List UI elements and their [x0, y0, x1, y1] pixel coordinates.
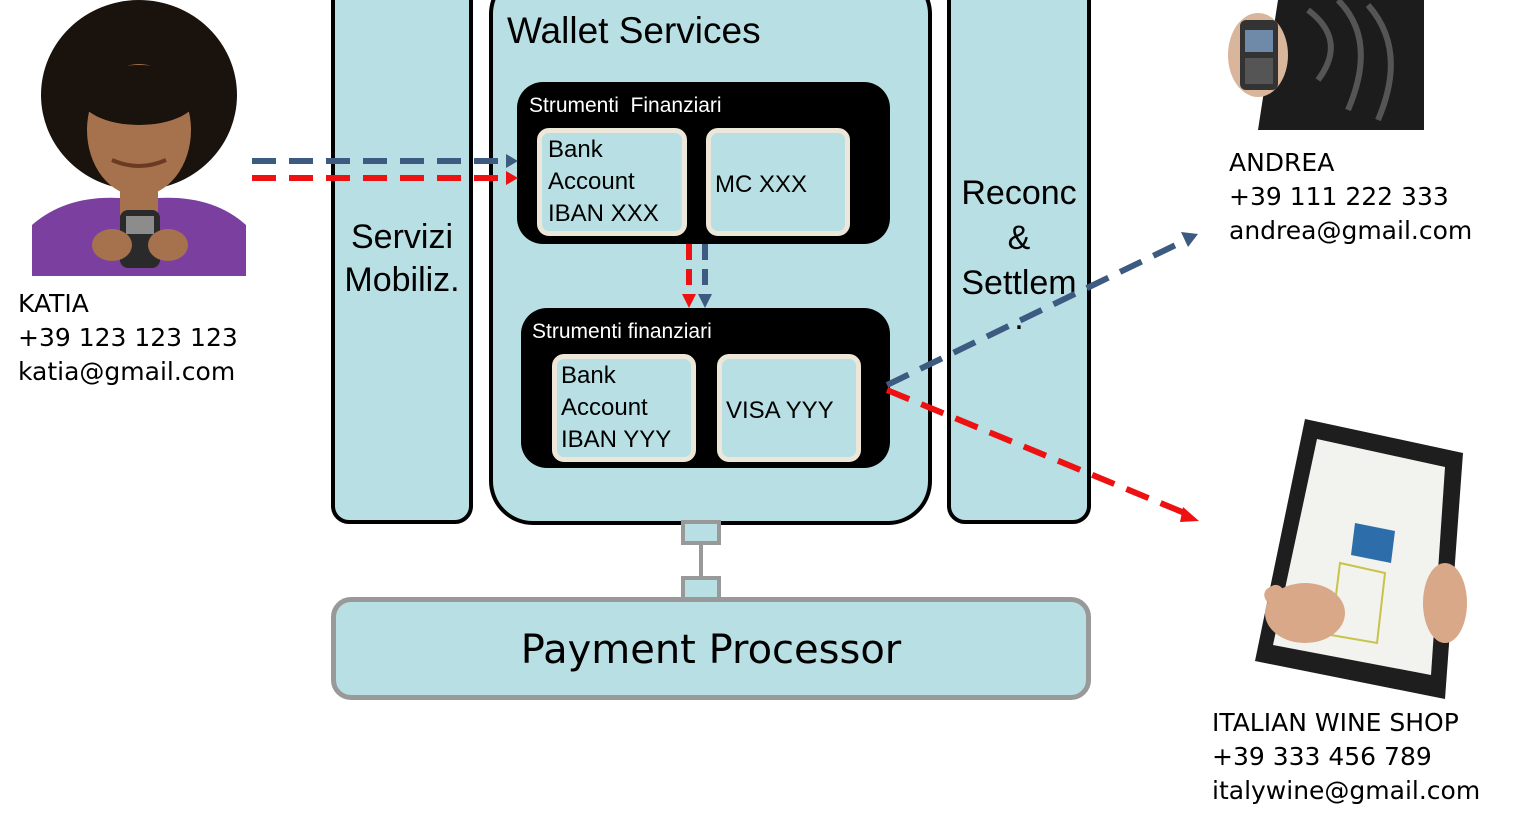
andrea-contact: ANDREA +39 111 222 333 andrea@gmail.com — [1229, 146, 1472, 248]
katia-red-arrow — [252, 171, 518, 185]
visa-yyy-box: VISA YYY — [717, 354, 861, 462]
strumenti-bottom-title: Strumenti finanziari — [532, 320, 712, 343]
katia-photo — [32, 0, 246, 276]
bank-account-xxx-box: Bank Account IBAN XXX — [537, 128, 687, 236]
visa-yyy-label: VISA YYY — [726, 397, 834, 424]
payment-processor-box: Payment Processor — [331, 597, 1091, 700]
katia-name: KATIA — [18, 289, 89, 318]
servizi-label-line2: Mobiliz. — [344, 261, 460, 299]
internal-red-arrow — [682, 244, 696, 308]
katia-email: katia@gmail.com — [18, 357, 236, 386]
bank-xxx-line3: IBAN XXX — [548, 200, 659, 227]
katia-phone: +39 123 123 123 — [18, 323, 238, 352]
strumenti-finanziari-top-group: Strumenti Finanziari Bank Account IBAN X… — [517, 82, 890, 244]
internal-blue-arrow — [698, 244, 712, 308]
bank-xxx-line1: Bank — [548, 136, 603, 163]
reconc-label-line4: . — [1014, 299, 1024, 337]
bank-account-yyy-box: Bank Account IBAN YYY — [552, 354, 696, 462]
andrea-photo — [1218, 0, 1424, 130]
shop-email: italywine@gmail.com — [1212, 776, 1481, 805]
reconc-label-line2: & — [1007, 219, 1031, 257]
mc-xxx-box: MC XXX — [706, 128, 850, 236]
connector-line — [699, 545, 703, 578]
katia-contact: KATIA +39 123 123 123 katia@gmail.com — [18, 287, 238, 389]
tablet-image — [1245, 413, 1473, 703]
bank-yyy-line1: Bank — [561, 362, 616, 389]
reconc-label-line3: Settlem — [961, 264, 1077, 302]
andrea-blue-arrow — [885, 232, 1198, 388]
shop-name: ITALIAN WINE SHOP — [1212, 708, 1459, 737]
shop-contact: ITALIAN WINE SHOP +39 333 456 789 italyw… — [1212, 706, 1480, 808]
wallet-services-title: Wallet Services — [507, 10, 761, 51]
bank-yyy-line2: Account — [561, 394, 648, 421]
strumenti-top-title: Strumenti Finanziari — [529, 94, 722, 117]
connector-upper — [681, 520, 721, 545]
reconc-label-line1: Reconc — [961, 174, 1077, 212]
andrea-name: ANDREA — [1229, 148, 1335, 177]
andrea-email: andrea@gmail.com — [1229, 216, 1473, 245]
katia-blue-arrow — [252, 154, 518, 168]
payment-processor-label: Payment Processor — [520, 627, 902, 673]
servizi-mobiliz-panel: Servizi Mobiliz. — [331, 0, 473, 524]
servizi-label-line1: Servizi — [350, 218, 454, 256]
shop-phone: +39 333 456 789 — [1212, 742, 1432, 771]
mc-xxx-label: MC XXX — [715, 171, 808, 198]
bank-xxx-line2: Account — [548, 168, 635, 195]
bank-yyy-line3: IBAN YYY — [561, 426, 672, 453]
reconc-settlem-panel: Reconc & Settlem . — [947, 0, 1091, 524]
shop-red-arrow — [885, 387, 1199, 522]
andrea-phone: +39 111 222 333 — [1229, 182, 1449, 211]
strumenti-finanziari-bottom-group: Strumenti finanziari Bank Account IBAN Y… — [521, 308, 890, 468]
